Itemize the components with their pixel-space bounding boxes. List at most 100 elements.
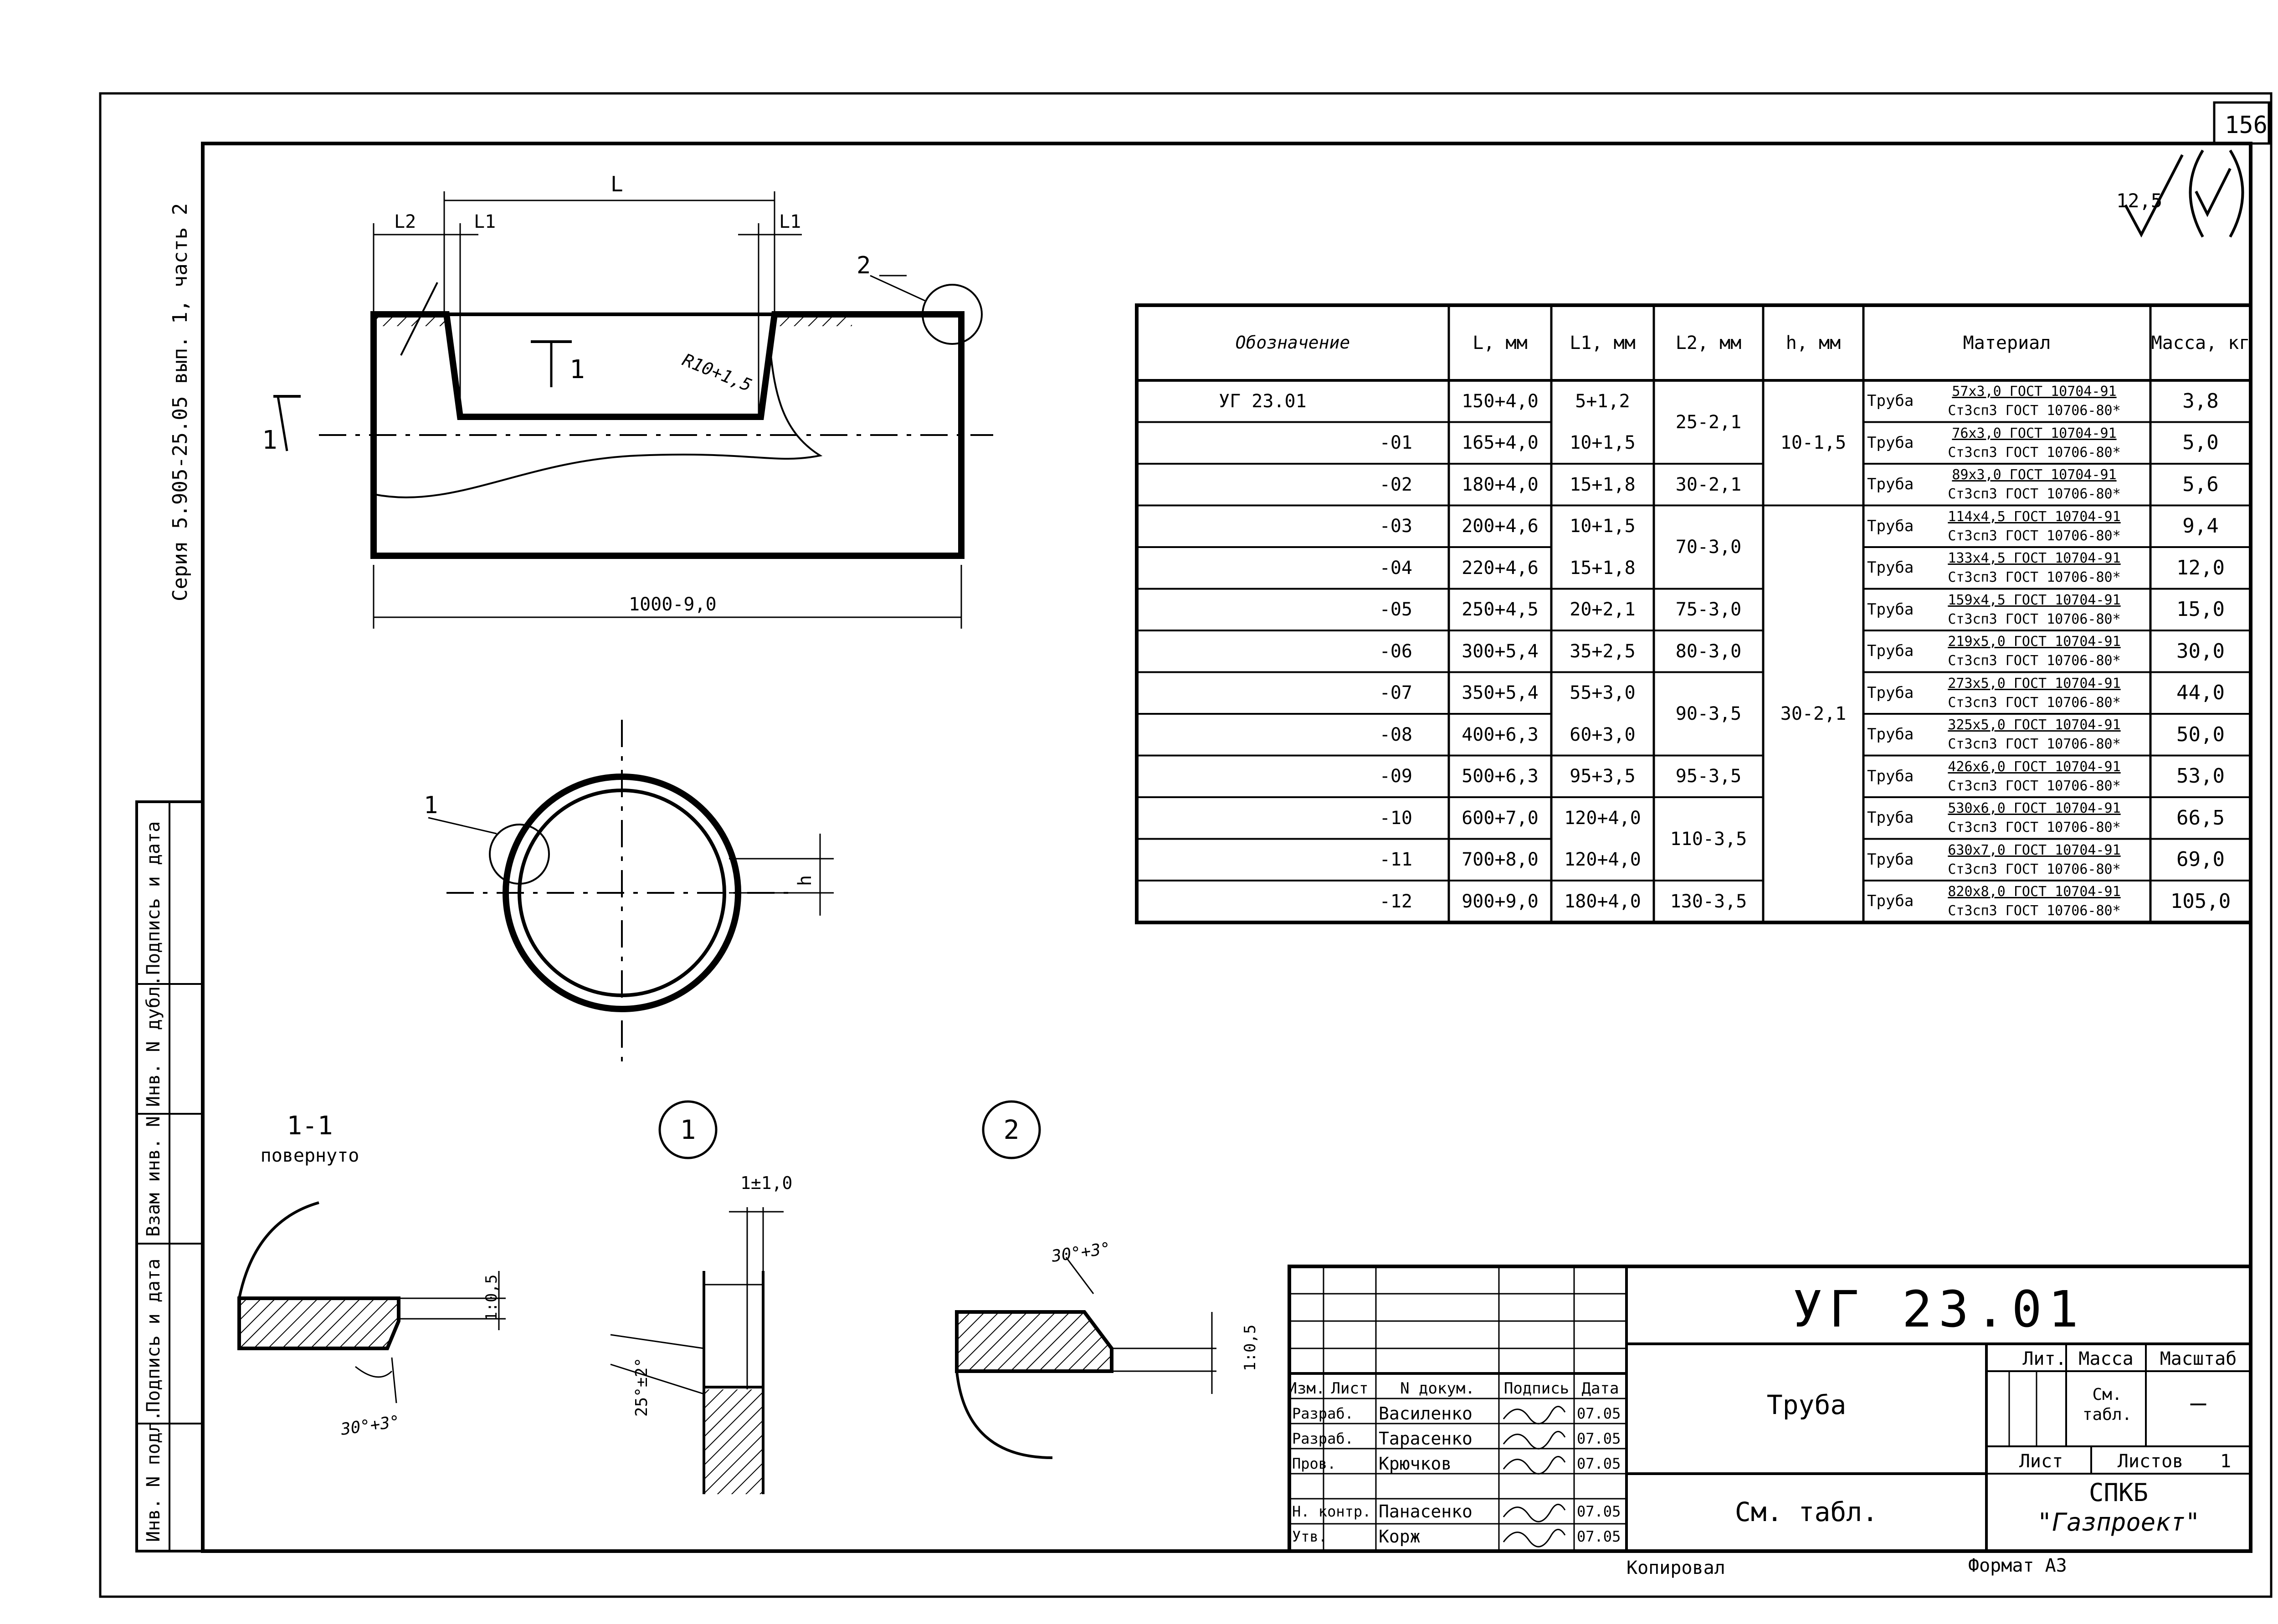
spec-l2-group: 95-3,5 [1675,766,1742,787]
tb-signer-date: 07.05 [1577,1429,1621,1447]
spec-row-material-grade: Ст3сп3 ГОСТ 10706-80* [1948,486,2121,502]
spec-row-L: 400+6,3 [1462,724,1539,745]
spec-row-material: 89х3,0 ГОСТ 10704-91 [1952,467,2117,483]
spec-row-material: 57х3,0 ГОСТ 10704-91 [1952,384,2117,400]
format-label: Формат А3 [1968,1555,2067,1576]
spec-row-L: 350+5,4 [1462,682,1539,704]
tb-signer-date: 07.05 [1577,1455,1621,1472]
spec-h-group: 30-2,1 [1780,703,1847,724]
tb-signer-role: Разраб. [1292,1404,1354,1422]
drawing-code: УГ 23.01 [1792,1280,2085,1338]
strip-label-2: Взам инв. N [143,1116,164,1237]
spec-row-mass: 9,4 [2182,514,2219,538]
spec-l2-group: 25-2,1 [1675,411,1742,433]
section-mark: 1 [570,355,585,384]
spec-row-L1: 60+3,0 [1570,724,1636,745]
detail-2 [955,1100,1216,1459]
tb-signer-role: Н. контр. [1292,1502,1371,1520]
spec-row-material-grade: Ст3сп3 ГОСТ 10706-80* [1948,653,2121,669]
spec-row-designation: -07 [1379,682,1412,704]
spec-row-mass: 69,0 [2176,848,2225,871]
spec-row-material-grade: Ст3сп3 ГОСТ 10706-80* [1948,903,2121,919]
spec-row-material: 630х7,0 ГОСТ 10704-91 [1948,842,2121,858]
spec-header-1: L, мм [1472,332,1528,353]
spec-row-L: 250+4,5 [1462,599,1539,620]
spec-row-designation: -11 [1379,849,1412,871]
spec-row-mass: 15,0 [2176,598,2225,621]
spec-row-designation: -04 [1379,557,1412,579]
spec-row-mass: 5,6 [2182,472,2219,496]
tb-signer-date: 07.05 [1577,1527,1621,1545]
spec-row-L: 150+4,0 [1462,390,1539,412]
spec-row-material-prefix: Труба [1867,600,1914,619]
tb-signer-name: Корж [1379,1526,1421,1547]
spec-row-material: 273х5,0 ГОСТ 10704-91 [1948,675,2121,692]
spec-row-material-prefix: Труба [1867,850,1914,869]
section-1-1 [237,1201,506,1404]
spec-row-material-grade: Ст3сп3 ГОСТ 10706-80* [1948,820,2121,836]
spec-row-mass: 66,5 [2176,806,2225,830]
spec-row-material: 159х4,5 ГОСТ 10704-91 [1948,592,2121,608]
spec-l2-group: 110-3,5 [1670,828,1747,850]
spec-header-0: Обозначение [1235,332,1350,353]
org-line1: СПКБ [2088,1478,2149,1507]
spec-row-material-grade: Ст3сп3 ГОСТ 10706-80* [1948,736,2121,753]
dim-L1-right: L1 [779,211,801,232]
mass-value: См. табл. [2082,1385,2132,1424]
dim-h: h [795,875,816,886]
detail-1-label: 1 [680,1114,696,1145]
spec-row-material-grade: Ст3сп3 ГОСТ 10706-80* [1948,403,2121,419]
spec-row-material-prefix: Труба [1867,809,1914,827]
roughness-mark [2124,149,2244,238]
org-line2: "Газпроект" [2037,1508,2200,1537]
spec-row-designation: -01 [1379,432,1412,454]
spec-row-material-grade: Ст3сп3 ГОСТ 10706-80* [1948,444,2121,461]
spec-row-material: 114х4,5 ГОСТ 10704-91 [1948,508,2121,525]
spec-row-designation: -08 [1379,724,1412,745]
spec-row-L1: 55+3,0 [1570,682,1636,704]
series-note: Серия 5.905-25.05 вып. 1, часть 2 [169,203,192,601]
sheet-label: Лист [2019,1451,2063,1472]
spec-row-material-prefix: Труба [1867,475,1914,494]
part-name: Труба [1766,1389,1847,1420]
sec-angle: 30°+3° [339,1412,401,1439]
spec-row-mass: 3,8 [2182,389,2219,413]
spec-row-mass: 12,0 [2176,556,2225,579]
detail-2-label: 2 [1004,1114,1020,1145]
spec-row-material-prefix: Труба [1867,517,1914,535]
spec-header-2: L1, мм [1570,332,1636,353]
scale-label: Масштаб [2160,1348,2237,1369]
dim-total: 1000-9,0 [629,594,717,615]
tb-signer-role: Пров. [1292,1455,1336,1472]
spec-row-L1: 120+4,0 [1564,849,1641,871]
spec-row-material-prefix: Труба [1867,767,1914,785]
spec-row-L: 900+9,0 [1462,891,1539,912]
sheets-label: Листов [2117,1451,2184,1472]
spec-row-L1: 180+4,0 [1564,891,1641,912]
scale-value: — [2190,1387,2206,1418]
tb-signer-date: 07.05 [1577,1404,1621,1422]
detail-1 [610,1100,784,1494]
dim-L: L [611,172,623,196]
tb-col-3: Подпись [1503,1379,1570,1398]
dim-L1-left: L1 [474,211,496,232]
section-title: 1-1 [287,1111,333,1141]
spec-table-grid [1135,303,2252,924]
callout-1: 1 [424,792,438,819]
spec-row-material-grade: Ст3сп3 ГОСТ 10706-80* [1948,778,2121,794]
spec-row-L1: 5+1,2 [1575,390,1630,412]
page-number: 156 [2225,112,2268,139]
tb-signer-role: Разраб. [1292,1429,1354,1447]
spec-row-L1: 15+1,8 [1570,557,1636,579]
spec-row-designation: -09 [1379,766,1412,787]
spec-row-L: 220+4,6 [1462,557,1539,579]
strip-label-3: Инв. N дубл. [143,975,164,1107]
spec-row-L1: 10+1,5 [1570,516,1636,537]
spec-row-L: 180+4,0 [1462,474,1539,495]
d1-gap: 1±1,0 [740,1173,792,1193]
d2-angle: 30°+3° [1050,1239,1112,1266]
spec-row-designation: -05 [1379,599,1412,620]
spec-l2-group: 130-3,5 [1670,891,1747,912]
strip-label-1: Подпись и дата [143,1259,164,1412]
